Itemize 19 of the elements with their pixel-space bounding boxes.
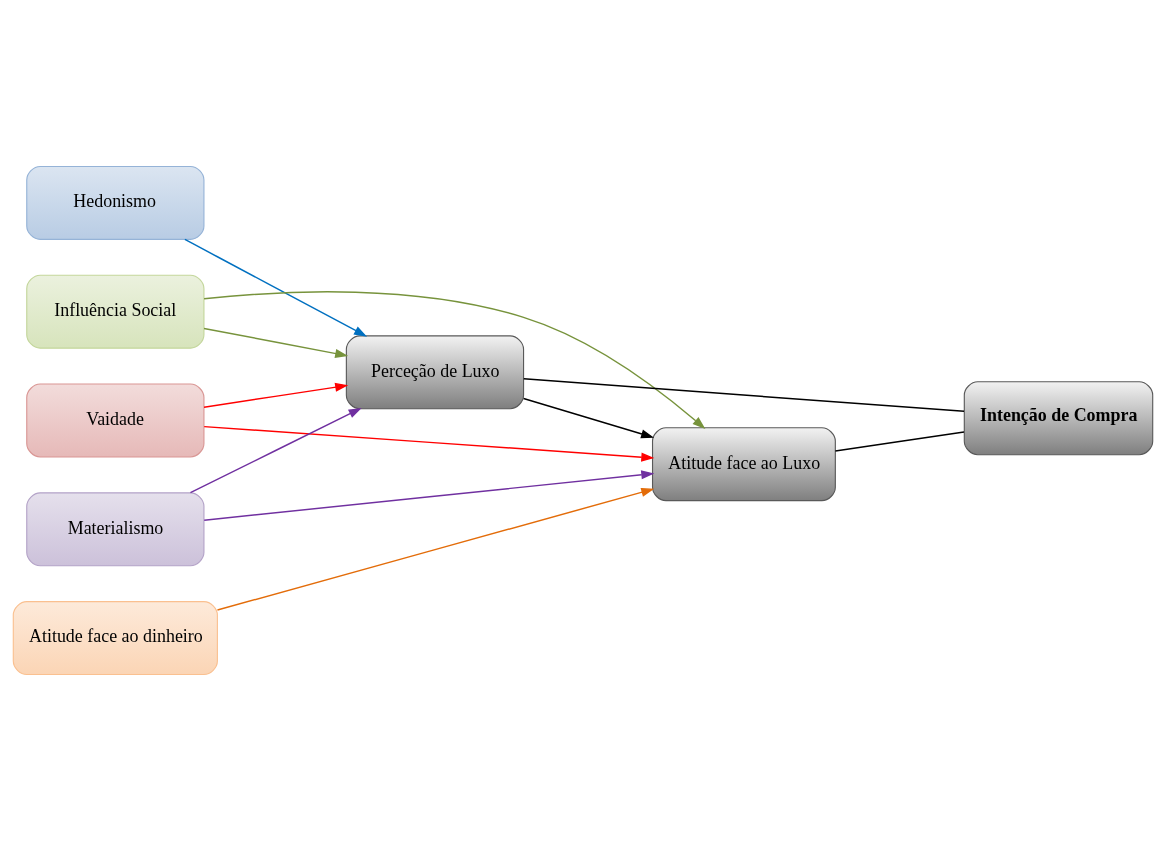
arrow — [203, 291, 706, 430]
node-box: Materialismo — [26, 492, 205, 567]
node-box: Atitude face ao Luxo — [651, 427, 836, 502]
node-box: Influência Social — [26, 274, 205, 349]
arrow — [522, 397, 655, 439]
node-box: Perceção de Luxo — [345, 335, 525, 410]
node-box: Hedonismo — [26, 165, 205, 240]
node-box: Atitude face ao dinheiro — [12, 601, 218, 676]
arrow — [203, 327, 349, 358]
arrow — [203, 425, 655, 462]
node-box: Intenção de Compra — [963, 381, 1154, 456]
arrow — [203, 470, 655, 521]
arrow — [216, 487, 655, 611]
node-box: Vaidade — [26, 383, 205, 458]
arrow — [184, 238, 368, 337]
connector — [834, 431, 965, 452]
connector — [523, 378, 965, 413]
arrow — [203, 382, 349, 408]
arrow — [189, 407, 362, 494]
